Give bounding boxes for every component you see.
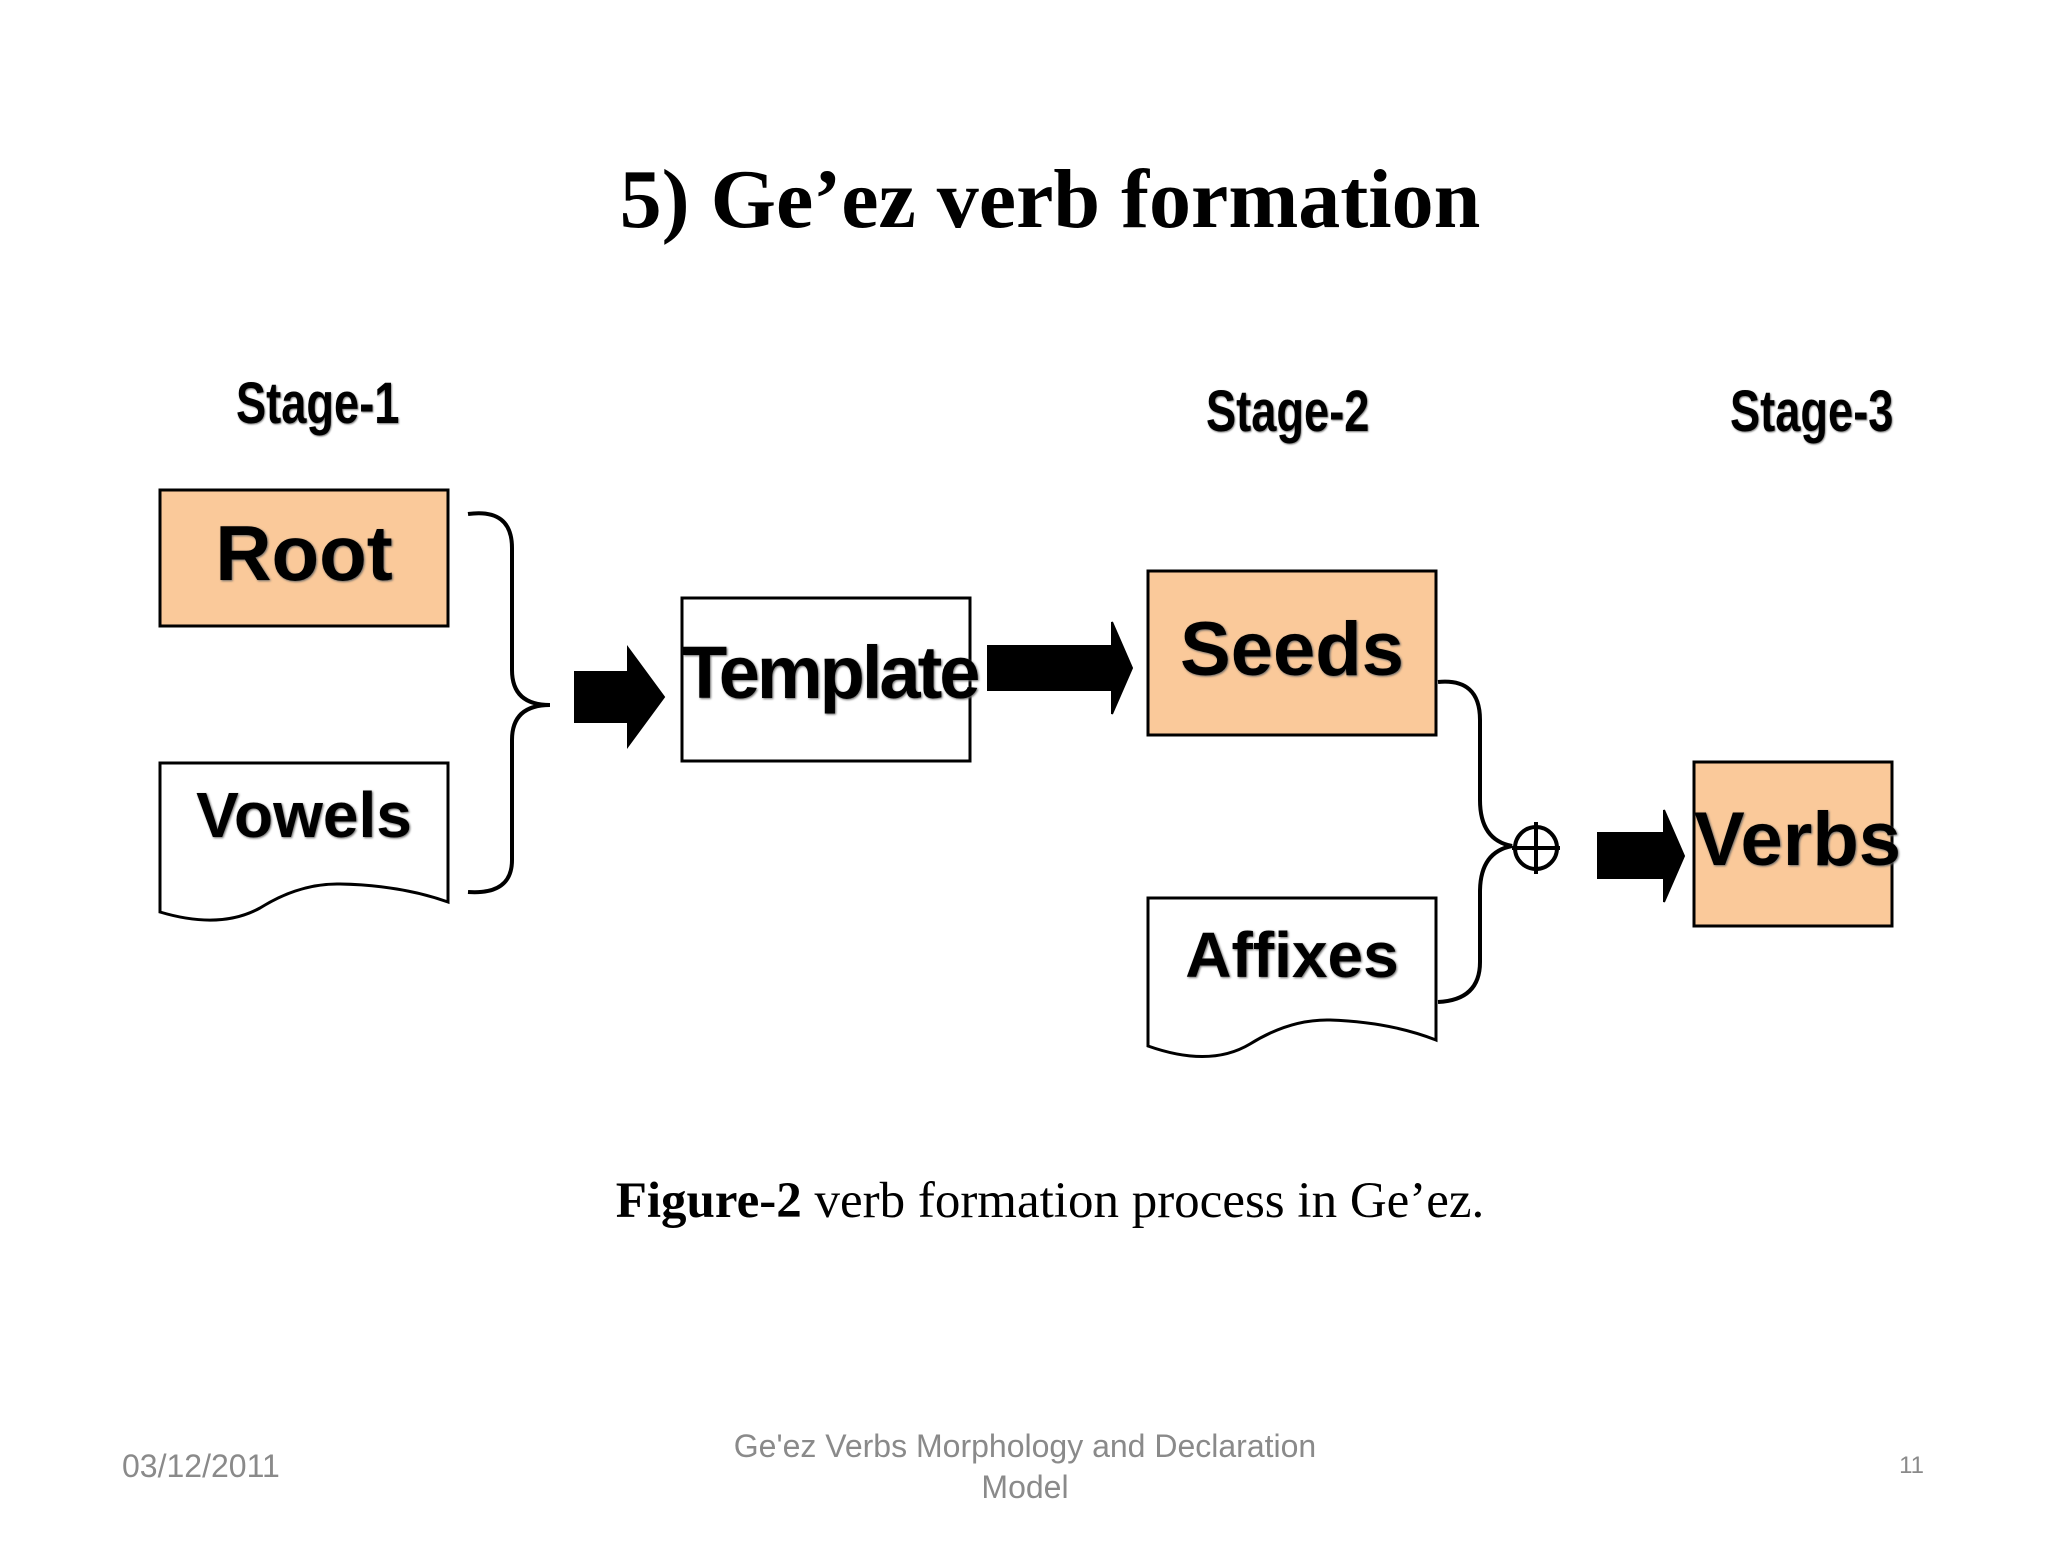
footer-title: Ge'ez Verbs Morphology and Declaration M… <box>690 1426 1360 1508</box>
stage2-brace <box>1437 679 1513 1004</box>
affixes-label: Affixes <box>1185 919 1399 991</box>
root-box <box>158 488 450 628</box>
verbs-box <box>1692 760 1894 928</box>
figure-caption: Figure-2 verb formation process in Ge’ez… <box>0 1172 2048 1230</box>
affixes-box <box>1146 896 1438 1058</box>
arrow-to-template <box>574 644 666 750</box>
caption-figure-number: Figure-2 <box>615 1173 802 1229</box>
arrow-to-verbs <box>1597 809 1686 903</box>
root-label: Root <box>215 509 393 597</box>
stage-1-label: Stage-1 <box>236 371 400 436</box>
slide-title: 5) Ge’ez verb formation <box>619 153 1481 246</box>
template-label: Template <box>682 631 980 714</box>
page-number: 11 <box>1899 1452 1924 1479</box>
seeds-label: Seeds <box>1180 607 1404 692</box>
footer-title-line1: Ge'ez Verbs Morphology and Declaration <box>733 1428 1317 1464</box>
arrow-to-seeds <box>987 621 1134 715</box>
footer-date: 03/12/2011 <box>122 1448 280 1484</box>
verbs-label: Verbs <box>1694 797 1902 882</box>
stage-2-label: Stage-2 <box>1206 379 1370 444</box>
stage1-brace <box>467 511 551 895</box>
stage-3-label: Stage-3 <box>1730 379 1894 444</box>
seeds-box <box>1146 569 1438 737</box>
footer-title-line2: Model <box>981 1469 1069 1505</box>
caption-text: verb formation process in Ge’ez. <box>801 1173 1485 1229</box>
vowels-label: Vowels <box>196 779 412 851</box>
template-box <box>680 596 972 763</box>
vowels-box <box>158 761 450 922</box>
